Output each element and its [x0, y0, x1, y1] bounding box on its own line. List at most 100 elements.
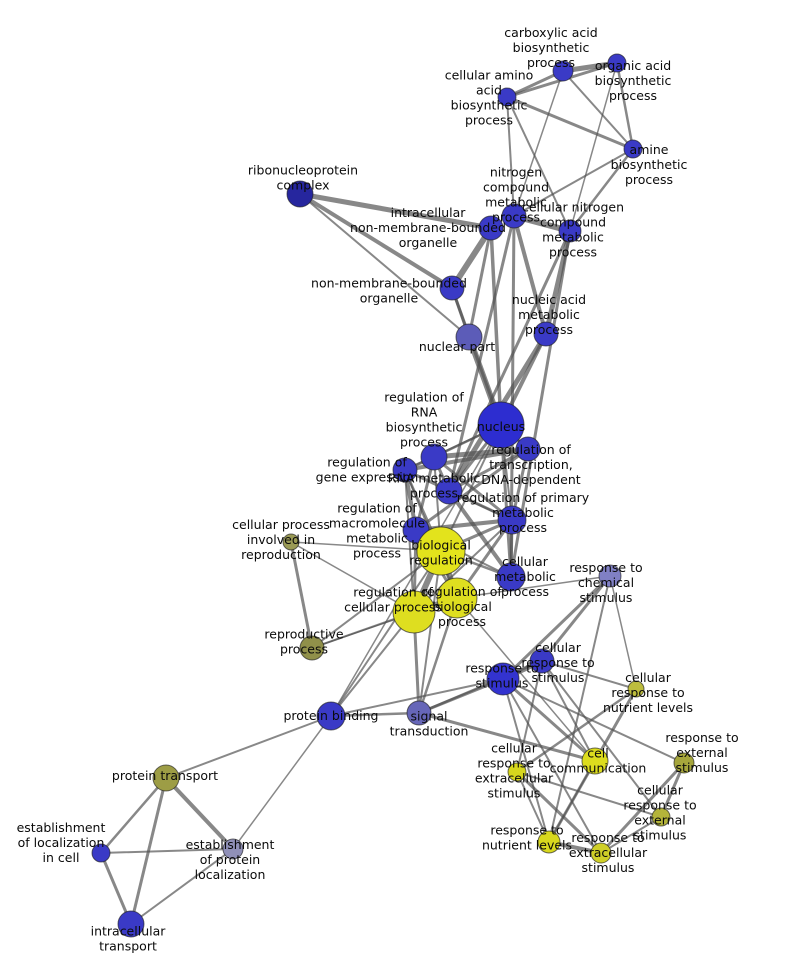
edge-rtd-rmp	[447, 447, 530, 493]
edge-rs-res	[502, 678, 685, 764]
edge-aab-amb	[505, 95, 635, 151]
node-cpir[interactable]: cellular process involved in reproductio…	[282, 533, 300, 551]
node-nuc[interactable]: nucleus	[477, 401, 525, 449]
edge-pb-st	[329, 711, 421, 718]
edge-rcs-rnl	[548, 575, 611, 843]
edge-crnl-cresec	[515, 687, 638, 774]
node-st[interactable]: signal transduction	[406, 700, 432, 726]
edge-aab-cnc	[506, 96, 571, 232]
node-rge[interactable]: regulation of gene expression	[392, 457, 418, 483]
node-pb[interactable]: protein binding	[316, 701, 346, 731]
edge-crs-crnl	[541, 660, 637, 690]
node-rs[interactable]: response to stimulus	[486, 662, 520, 696]
edge-pt-epl	[164, 776, 235, 851]
edge-cc-rbp	[456, 597, 596, 762]
node-rnp[interactable]: ribonucleoprotein complex	[286, 180, 314, 208]
edge-ncm-nam	[512, 214, 548, 336]
node-rp[interactable]: reproductive process	[299, 635, 325, 661]
node-elc[interactable]: establishment of localization in cell	[91, 843, 111, 863]
edge-cresec-cresex	[516, 771, 662, 818]
edge-epl-it	[130, 848, 234, 925]
edge-inmb-nuc	[489, 226, 503, 427]
node-br[interactable]: biological regulation	[416, 526, 466, 576]
edge-crs-rcs	[540, 574, 612, 663]
node-cmp[interactable]: cellular metabolic process	[496, 562, 526, 592]
edge-rs-rcs	[501, 574, 612, 681]
node-rmp[interactable]: RNA metabolic process	[435, 477, 463, 505]
node-res[interactable]: response to external stimulus	[673, 752, 695, 774]
edge-oab-cnc	[569, 62, 618, 232]
node-rnl[interactable]: response to nutrient levels	[537, 830, 561, 854]
edge-inmb-npart	[467, 226, 493, 339]
edge-cpir-rcp	[290, 541, 415, 613]
node-rcs[interactable]: response to chemical stimulus	[598, 564, 622, 588]
edge-pt-elc	[99, 776, 168, 855]
node-rpm[interactable]: regulation of primary metabolic process	[497, 505, 527, 535]
edge-rcs-crnl	[609, 575, 637, 690]
node-cc[interactable]: cell communication	[581, 747, 609, 775]
node-it[interactable]: intracellular transport	[117, 910, 145, 938]
edge-recs-cresec	[515, 770, 603, 855]
node-rtd[interactable]: regulation of transcription, DNA-depende…	[515, 436, 541, 462]
edge-pb-nuc	[330, 424, 502, 717]
node-layer: carboxylic acid biosynthetic process orga…	[91, 53, 695, 938]
edge-cpir-rp	[289, 540, 314, 650]
edge-recs-res	[599, 761, 686, 855]
edge-crs-cresec	[516, 660, 543, 773]
edge-epl-pb	[232, 715, 332, 850]
node-cresex[interactable]: cellular response to external stimulus	[651, 807, 671, 827]
node-crnl[interactable]: cellular response to nutrient levels	[627, 680, 645, 698]
node-amb[interactable]: amine biosynthetic process	[623, 139, 643, 159]
node-pt[interactable]: protein transport	[152, 764, 180, 792]
node-cresec[interactable]: cellular response to extracellular stimu…	[507, 762, 527, 782]
edge-cc-rnl	[548, 760, 596, 843]
edge-crs-cresex	[541, 660, 662, 818]
edge-rtd-rmm	[414, 447, 530, 532]
node-rcp[interactable]: regulation of cellular process	[392, 590, 436, 634]
edge-oab-amb	[615, 61, 635, 151]
edge-crs-cc	[541, 660, 596, 762]
edge-pb-pt	[165, 715, 332, 779]
edge-st-cc	[417, 711, 597, 763]
node-ncm[interactable]: nitrogen compound metabolic process	[501, 203, 527, 229]
node-inmb[interactable]: intracellular non-membrane-bounded organ…	[478, 215, 504, 241]
node-crs[interactable]: cellular response to stimulus	[529, 648, 555, 674]
node-nam[interactable]: nucleic acid metabolic process	[533, 321, 559, 347]
edge-rp-br	[311, 550, 442, 649]
node-rbp[interactable]: regulation of biological process	[436, 577, 478, 619]
node-npart[interactable]: nuclear part	[455, 323, 483, 351]
edge-rnp-inmb	[297, 191, 494, 231]
node-epl[interactable]: establishment of protein localization	[222, 838, 244, 860]
node-cnc[interactable]: cellular nitrogen compound metabolic pro…	[558, 219, 582, 243]
edge-cab-amb	[562, 70, 634, 150]
edge-st-br	[418, 550, 442, 714]
edge-rs-rnl	[502, 678, 550, 843]
edge-pb-br	[330, 550, 442, 717]
edge-rs-recs	[502, 678, 602, 854]
edge-amb-ncm	[513, 148, 634, 217]
node-nmb[interactable]: non-membrane-bounded organelle	[439, 275, 465, 301]
node-rrb[interactable]: regulation of RNA biosynthetic process	[420, 443, 448, 471]
node-cab[interactable]: carboxylic acid biosynthetic process	[552, 60, 574, 82]
node-recs[interactable]: response to extracellular stimulus	[590, 842, 612, 864]
edge-cab-ncm	[513, 70, 564, 217]
edge-rnp-nmb	[298, 192, 454, 290]
edge-rnl-cresec	[516, 771, 550, 843]
node-oab[interactable]: organic acid biosynthetic process	[607, 53, 627, 73]
edge-recs-cresex	[600, 816, 662, 854]
edge-pb-rcp	[330, 611, 415, 717]
node-aab[interactable]: cellular amino acid biosynthetic process	[497, 87, 517, 107]
edge-amb-cnc	[568, 147, 635, 233]
edge-layer	[99, 60, 686, 926]
edge-rpm-rcp	[413, 519, 513, 613]
edge-cnc-rmp	[447, 229, 572, 493]
edge-elc-epl	[100, 848, 234, 854]
